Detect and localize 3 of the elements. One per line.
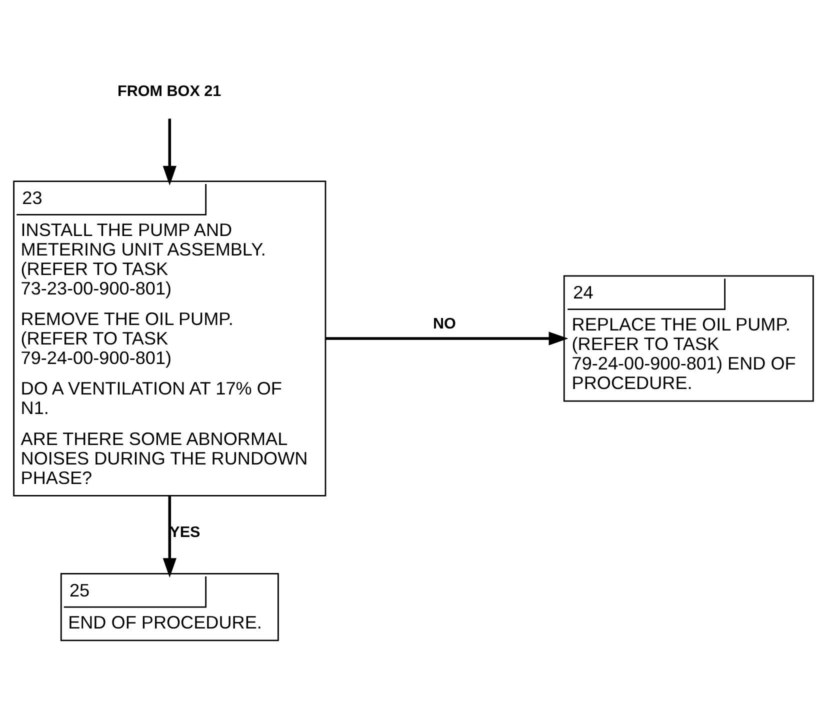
node-text: FROM BOX 21 [117, 83, 222, 100]
edge-label: NO [432, 315, 456, 332]
edge-label: YES [170, 524, 200, 542]
